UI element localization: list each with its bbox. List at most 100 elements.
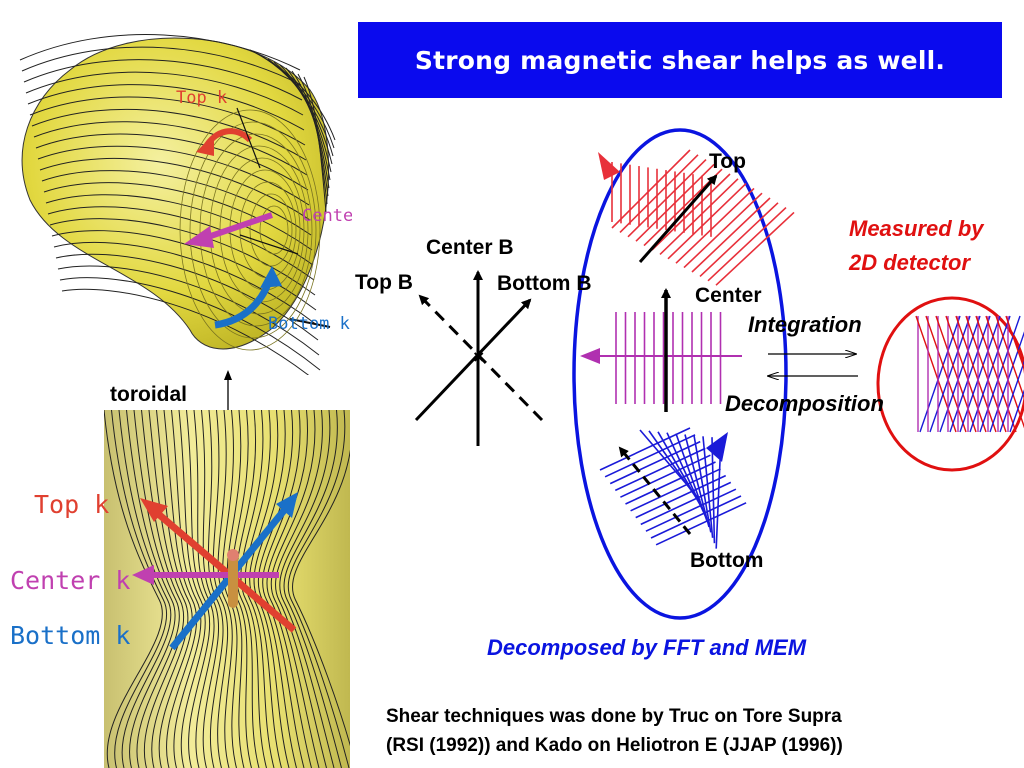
grid-line xyxy=(919,315,961,433)
field-line xyxy=(212,410,229,768)
field-line xyxy=(41,170,312,236)
detector-ellipse xyxy=(876,296,1024,472)
field-line xyxy=(240,410,267,768)
title-banner: Strong magnetic shear helps as well. xyxy=(358,22,1002,98)
grating-line xyxy=(675,433,708,522)
field-line xyxy=(25,71,304,116)
grating-line xyxy=(683,192,763,269)
field-line xyxy=(35,133,309,191)
field-line xyxy=(207,410,224,768)
field-line xyxy=(53,241,318,326)
grating-line xyxy=(667,183,747,260)
center-marker xyxy=(228,550,238,608)
top-label: Top xyxy=(709,150,746,173)
top-direction-arrow xyxy=(638,174,718,263)
field-line xyxy=(186,410,211,768)
flux-surface-top-svg xyxy=(19,34,336,375)
grating-line xyxy=(711,437,716,544)
field-line xyxy=(23,59,303,101)
grating-line xyxy=(619,154,699,233)
toroidal-label: toroidal xyxy=(110,383,187,406)
flux-ring xyxy=(179,109,321,351)
bottom-view-bottom-k-arrowhead xyxy=(276,492,298,518)
b-field-cross: × xyxy=(414,270,544,446)
slide-title: Strong magnetic shear helps as well. xyxy=(414,45,946,75)
bottom-grating xyxy=(599,427,747,549)
bottom-direction-arrow xyxy=(618,446,692,535)
field-line xyxy=(287,410,350,768)
field-line xyxy=(19,34,301,71)
decomposition-ellipse xyxy=(572,128,788,620)
flux-ring xyxy=(259,205,289,255)
flux-surface-body xyxy=(21,37,330,350)
detector-grid xyxy=(915,315,1024,433)
grating-line xyxy=(651,173,731,251)
field-line xyxy=(266,410,312,768)
bottom-k-arrowhead xyxy=(260,266,282,288)
thin-arrow-3 xyxy=(289,318,331,328)
bottom-view-center-k-label: Center k xyxy=(10,566,131,595)
field-line xyxy=(61,288,309,375)
center-b-label: Center B xyxy=(426,236,514,259)
center-purple-arrowhead xyxy=(580,348,600,364)
field-line xyxy=(279,410,335,768)
bottom-view-center-k-arrowhead xyxy=(132,565,154,585)
grid-line xyxy=(1009,389,1024,433)
bottom-view-top-k-label: Top k xyxy=(34,490,110,519)
grating-line xyxy=(611,149,691,229)
grid-line xyxy=(995,315,1024,400)
flux-ring xyxy=(199,133,313,327)
bottom-blue-arrowhead xyxy=(706,432,728,462)
grating-line xyxy=(659,178,739,255)
grating-line xyxy=(684,434,710,528)
field-line xyxy=(27,84,305,131)
center-grating xyxy=(615,312,722,404)
grating-line xyxy=(699,202,779,277)
field-line xyxy=(104,410,163,768)
grid-line xyxy=(935,315,977,433)
svg-text:×: × xyxy=(472,347,485,366)
top-view-center-k-label: Cente xyxy=(302,206,352,226)
field-line xyxy=(283,410,342,768)
grating-line xyxy=(691,197,771,273)
field-line xyxy=(244,410,275,768)
field-line xyxy=(261,55,334,157)
field-line xyxy=(235,410,260,768)
grid-line xyxy=(945,315,987,433)
grid-line xyxy=(975,315,1017,433)
top-grating xyxy=(611,149,795,286)
field-line xyxy=(141,410,185,768)
field-line xyxy=(292,448,350,747)
grid-line xyxy=(989,331,1024,433)
grating-line xyxy=(630,468,721,512)
top-view-bottom-k-label: Bottom k xyxy=(268,314,350,334)
thin-arrow-1 xyxy=(236,107,261,169)
flux-surface-image-bottom xyxy=(104,410,350,768)
field-line xyxy=(59,277,321,371)
grating-line xyxy=(702,436,714,538)
field-line xyxy=(274,410,327,768)
field-line xyxy=(291,70,329,197)
field-line xyxy=(47,206,315,281)
field-line xyxy=(156,410,193,768)
grating-line xyxy=(604,434,696,478)
field-line xyxy=(262,410,305,768)
field-line xyxy=(49,218,316,296)
field-line xyxy=(37,145,310,206)
field-line xyxy=(303,76,327,213)
bottom-label: Bottom xyxy=(690,549,764,572)
grid-line xyxy=(965,315,1007,433)
field-line xyxy=(33,121,308,176)
center-label: Center xyxy=(695,284,762,307)
detector-label: 2D detector xyxy=(849,250,971,275)
grating-line xyxy=(666,432,707,517)
field-line xyxy=(111,410,168,768)
bottom-view-top-k-arrow xyxy=(153,509,297,633)
flux-surface-image-top: Top k Cente Bottom k xyxy=(0,30,352,375)
measured-by-label: Measured by xyxy=(849,216,984,241)
grid-line xyxy=(1005,315,1024,371)
grating-line xyxy=(599,427,691,471)
decomposed-caption: Decomposed by FFT and MEM xyxy=(487,635,807,660)
grating-line xyxy=(635,163,715,242)
